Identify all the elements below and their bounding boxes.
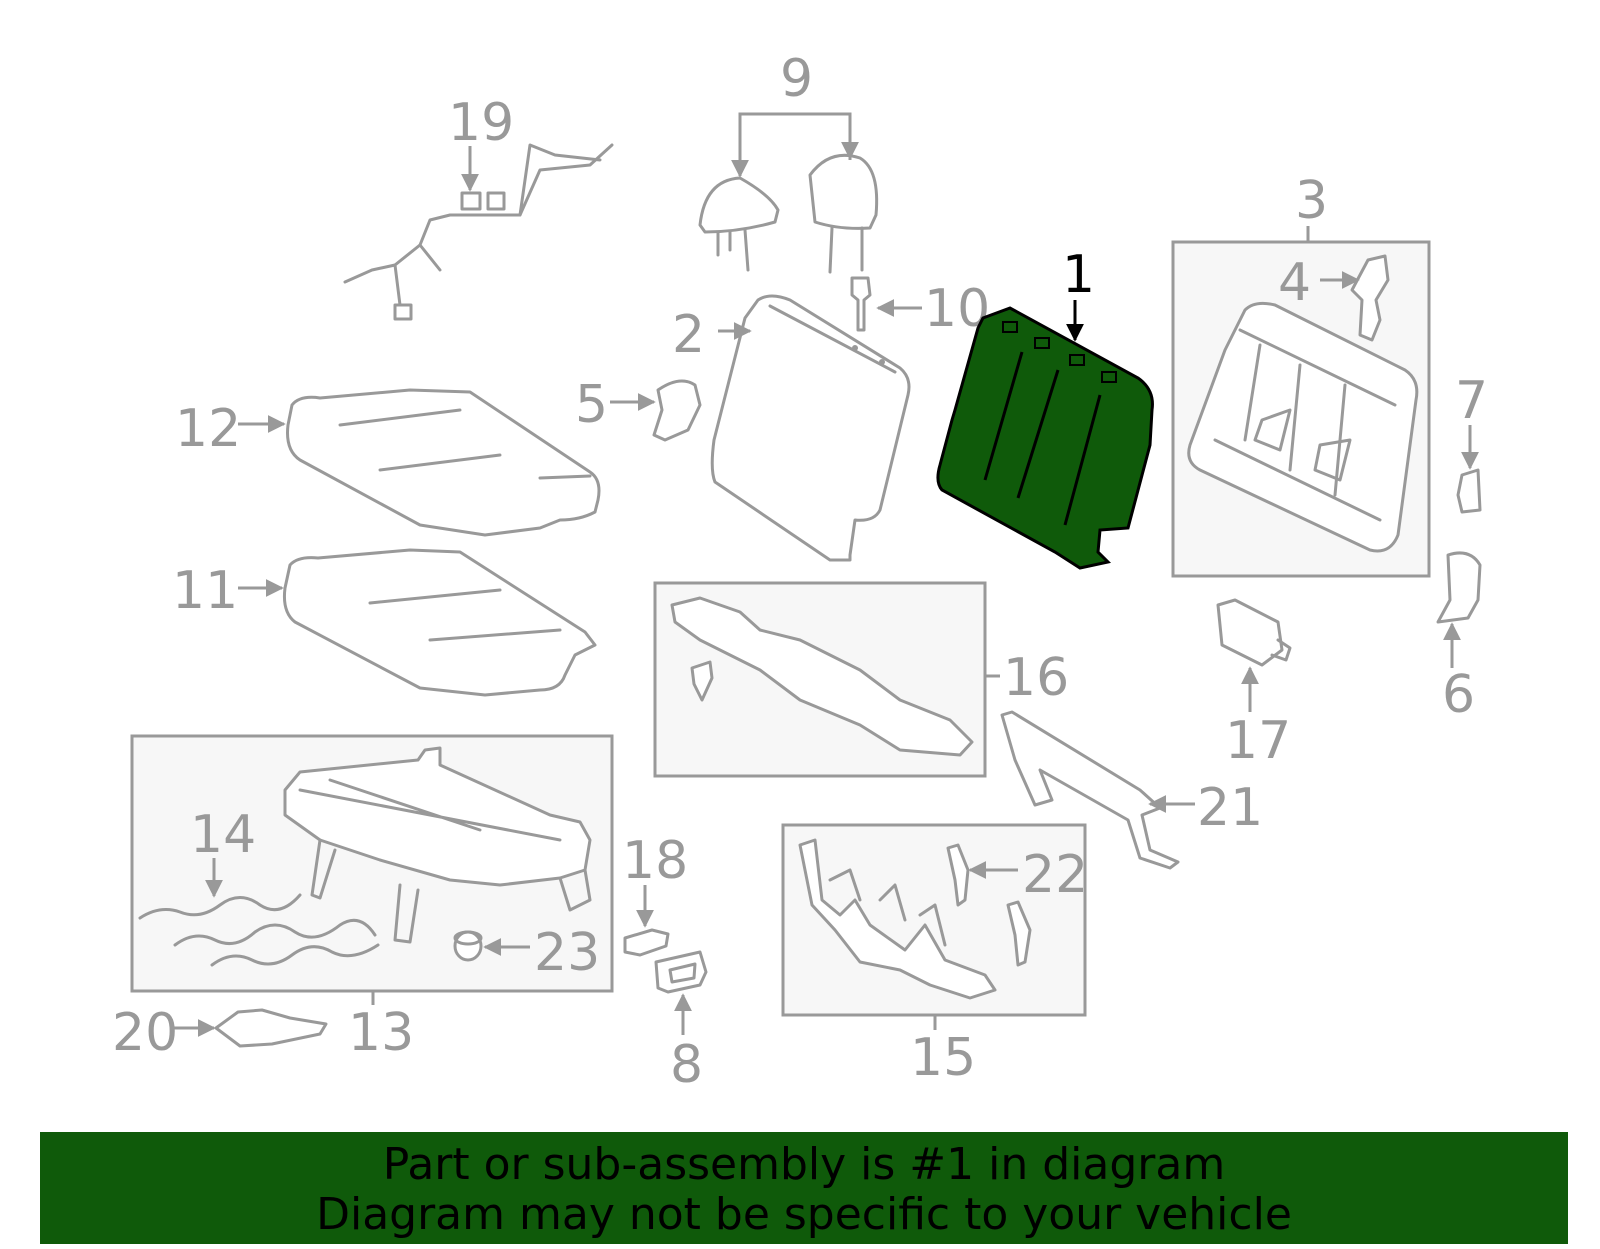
part-4-hinge[interactable]: [1350, 254, 1390, 342]
callout-6[interactable]: 6: [1442, 665, 1475, 725]
part-14-springs[interactable]: [138, 893, 380, 967]
part-2-seatback-cover[interactable]: [710, 294, 911, 562]
part-5-cover[interactable]: [652, 379, 702, 442]
callout-17[interactable]: 17: [1225, 711, 1291, 771]
callout-8[interactable]: 8: [670, 1035, 703, 1095]
part-23-grommet[interactable]: [453, 930, 483, 962]
callout-7[interactable]: 7: [1455, 371, 1488, 431]
part-20-bracket[interactable]: [214, 1008, 328, 1048]
callout-13[interactable]: 13: [348, 1003, 414, 1063]
callout-16[interactable]: 16: [1003, 648, 1069, 708]
callout-23[interactable]: 23: [534, 923, 600, 983]
part-7-cover[interactable]: [1456, 468, 1482, 514]
callout-1[interactable]: 1: [1062, 245, 1095, 305]
part-19-wire-harness[interactable]: [343, 143, 614, 321]
callout-5[interactable]: 5: [575, 375, 608, 435]
callout-19[interactable]: 19: [448, 93, 514, 153]
callout-21[interactable]: 21: [1197, 778, 1263, 838]
part-17-module[interactable]: [1216, 598, 1292, 667]
part-10-guide[interactable]: [850, 276, 872, 332]
callout-9[interactable]: 9: [780, 49, 813, 109]
callout-15[interactable]: 15: [910, 1028, 976, 1088]
callout-12[interactable]: 12: [175, 399, 241, 459]
part-8-bezel[interactable]: [654, 950, 708, 994]
banner-line-1: Part or sub-assembly is #1 in diagram: [382, 1139, 1226, 1190]
part-16-frame-box[interactable]: [653, 581, 987, 778]
callout-11[interactable]: 11: [172, 561, 238, 621]
banner-line-2: Diagram may not be specific to your vehi…: [316, 1189, 1292, 1240]
part-1-seatback-pad[interactable]: [936, 306, 1154, 570]
part-21-rail[interactable]: [1000, 710, 1180, 870]
callout-2[interactable]: 2: [672, 305, 705, 365]
part-6-cover[interactable]: [1436, 551, 1482, 624]
info-banner: Part or sub-assembly is #1 in diagram Di…: [40, 1132, 1568, 1244]
part-22-brackets[interactable]: [946, 843, 1032, 967]
callout-20[interactable]: 20: [112, 1003, 178, 1063]
part-12-cushion-cover[interactable]: [286, 388, 601, 537]
part-11-cushion-pad[interactable]: [283, 548, 597, 697]
part-9-headrests[interactable]: [698, 153, 879, 274]
part-18-clip[interactable]: [623, 928, 670, 957]
callout-14[interactable]: 14: [190, 805, 256, 865]
callout-3[interactable]: 3: [1295, 171, 1328, 231]
callout-4[interactable]: 4: [1278, 253, 1311, 313]
callout-18[interactable]: 18: [622, 831, 688, 891]
callout-22[interactable]: 22: [1022, 845, 1088, 905]
part-3-seatback-frame[interactable]: [1171, 240, 1431, 578]
